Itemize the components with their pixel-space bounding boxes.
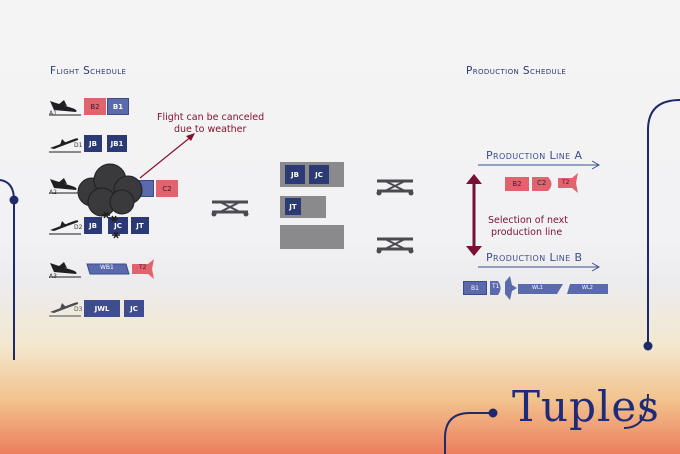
production-line-b-label: Production Line B [486,251,583,264]
flight-label: A2 [49,189,57,196]
job-box: JB [84,135,102,152]
tail-part-icon [132,259,154,279]
flight-label: D2 [74,224,83,231]
job-box: JT [285,198,301,215]
departing-plane-icon [49,138,81,153]
cancel-annotation-line1: Flight can be canceled [157,112,265,123]
selection-double-arrow [466,174,482,256]
landing-plane-icon [49,262,81,278]
conveyor-icon [376,237,414,254]
job-label: T2 [139,264,147,271]
flight-label: A1 [49,110,57,117]
job-label: WB1 [100,264,114,271]
tail-part-icon [558,173,578,193]
part-label: WL1 [532,285,543,291]
part-fuselage-icon [490,281,501,295]
landing-plane-icon [49,178,81,194]
wing-part-icon [567,284,608,294]
part-fuselage-icon [532,177,552,191]
conveyor-icon [376,179,414,196]
flight-label: D3 [74,306,83,313]
brand-logo: Tuples [512,382,660,431]
production-schedule-title: Production Schedule [466,65,567,77]
annotation-arrow [139,133,195,179]
line-a-arrow [478,160,601,170]
part-label: T1 [492,283,500,290]
job-box: JB1 [107,135,127,152]
conveyor-icon [211,200,249,217]
line-b-arrow [478,262,601,272]
landing-plane-icon [49,100,81,116]
job-box: JWL [84,300,120,317]
right-dot [643,341,653,351]
job-box: JC [309,165,329,184]
bottom-dot [488,408,498,418]
selection-annotation-line2: production line [491,227,563,238]
cancel-annotation-line2: due to weather [174,124,247,135]
left-dot [9,195,19,205]
part-label: T2 [562,179,570,186]
wing-part-icon [86,263,130,275]
job-box: B1 [107,98,129,115]
selection-annotation-line1: Selection of next [488,215,569,226]
job-box: JC [124,300,144,317]
storm-cloud-icon [77,163,143,239]
part-label: C2 [537,179,547,187]
production-line-a-label: Production Line A [486,149,583,162]
job-box: JT [131,217,149,234]
flight-schedule-title: Flight Schedule [50,65,127,77]
flight-label: A3 [49,273,57,280]
part-label: WL2 [582,285,593,291]
departing-plane-icon [49,302,81,317]
flight-label: D1 [74,142,83,149]
part-box: B1 [463,281,487,295]
wing-part-icon [518,284,563,294]
job-box: JB [285,165,305,184]
part-box: B2 [505,177,529,191]
departing-plane-icon [49,220,81,235]
job-box: JB [84,217,102,234]
bin-3 [280,225,344,249]
job-box: B2 [84,98,106,115]
job-box: C2 [156,180,178,197]
part-junction-icon [505,276,517,300]
